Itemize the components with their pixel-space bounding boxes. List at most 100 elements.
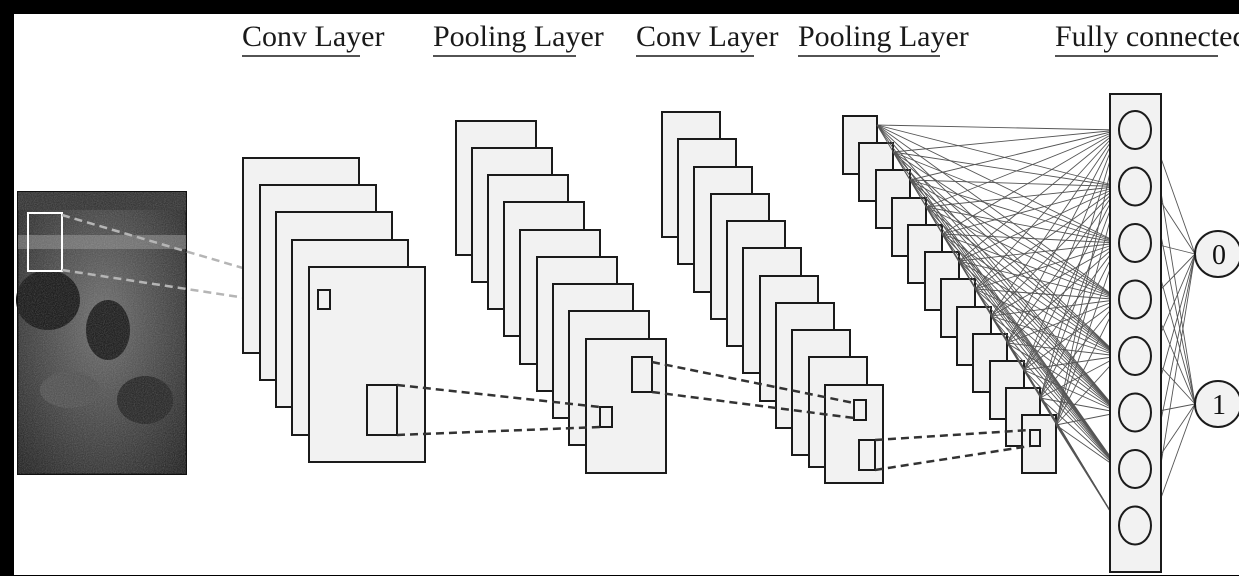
fc-connection-line (1023, 186, 1120, 371)
fc-connection-line (1055, 355, 1120, 426)
output-node-0-label: 0 (1212, 240, 1226, 271)
fc-connection-line (974, 288, 1120, 357)
fully-connected-title: Fully connected (1055, 20, 1239, 53)
conv-layer-2-feature-maps (661, 111, 884, 484)
pool1-to-conv2-projection (651, 360, 855, 420)
fc-connection-line (990, 315, 1120, 357)
fc-connection-line (1023, 299, 1120, 371)
fc-connection-line (1039, 299, 1120, 399)
fc-connection-line (892, 151, 1120, 187)
fc-node (1118, 449, 1152, 489)
fc-connection-line (1055, 242, 1120, 426)
conv-layer-1-feature-maps (242, 157, 426, 463)
fc-connection-line (925, 206, 1120, 357)
fc-connection-line (990, 129, 1120, 317)
fc-connection-line (892, 151, 1120, 300)
fc-connection-line (892, 129, 1120, 153)
fc-connection-line (1055, 299, 1120, 426)
fc-node (1118, 392, 1152, 433)
fc-connection-line (1006, 342, 1120, 413)
conv-layer-1-title: Conv Layer (242, 20, 384, 53)
output-layer: 0 1 (1194, 230, 1239, 428)
fc-connection-line (876, 124, 1120, 413)
fc-node (1118, 336, 1152, 376)
fc-connection-line (909, 179, 1120, 357)
fc-connection-line (876, 124, 1120, 131)
output-node-1-label: 1 (1212, 390, 1226, 421)
fc-connection-line (1055, 424, 1120, 470)
fc-connection-line (1023, 355, 1120, 371)
fc-connection-line (1039, 355, 1120, 399)
fc-connection-line (941, 233, 1120, 244)
fc-node (1118, 505, 1152, 546)
fc-connection-line (1039, 397, 1120, 413)
pooling-layer-2-title: Pooling Layer (798, 20, 969, 53)
fc-connection-line (941, 186, 1120, 235)
fc-connection-line (925, 206, 1120, 300)
fc-connection-line (941, 129, 1120, 235)
output-node-1 (1194, 380, 1239, 428)
fc-column (1109, 93, 1162, 573)
fc-connection-line (1006, 186, 1120, 344)
fc-connection-line (941, 233, 1120, 300)
fc-connection-line (1055, 186, 1120, 426)
input-receptive-field (27, 212, 63, 272)
output-node-0 (1194, 230, 1239, 278)
conv2-to-pool2-projection (874, 428, 1031, 472)
fc-connection-line (892, 151, 1120, 413)
fc-connection-line (974, 129, 1120, 290)
fc-connection-line (1055, 129, 1120, 426)
fc-connection-line (1055, 424, 1120, 526)
pooling-layer-2-feature-maps (842, 115, 1057, 474)
fc-connection-line (958, 186, 1120, 262)
fc-connection-line (1006, 129, 1120, 344)
conv1-to-pool1-projection (396, 383, 601, 437)
fc-connection-line (909, 179, 1120, 470)
fc-connection-line (876, 124, 1120, 187)
pooling-layer-1-title: Pooling Layer (433, 20, 604, 53)
fc-node (1118, 110, 1152, 150)
conv-layer-2-title: Conv Layer (636, 20, 778, 53)
fc-node (1118, 279, 1152, 320)
fc-connection-line (1006, 342, 1120, 357)
fc-connection-line (1039, 397, 1120, 470)
fc-connection-line (1023, 369, 1120, 413)
input-image (16, 191, 187, 475)
fc-connection-line (990, 299, 1120, 317)
fc-connections (876, 124, 1196, 526)
fc-connection-line (974, 288, 1120, 413)
fc-connection-line (958, 260, 1120, 470)
fc-connection-line (1055, 412, 1120, 426)
fc-connection-line (876, 124, 1120, 244)
fc-connection-line (1006, 242, 1120, 344)
fc-connection-line (958, 260, 1120, 413)
fc-connection-line (892, 151, 1120, 244)
fc-connection-line (958, 242, 1120, 262)
fc-connection-line (909, 129, 1120, 181)
fc-connection-line (1023, 369, 1120, 470)
layer-titles: Conv Layer Pooling Layer Conv Layer Pool… (242, 20, 1239, 57)
fc-connection-line (909, 179, 1120, 187)
fc-connection-line (1023, 242, 1120, 371)
fully-connected-layer (1109, 93, 1162, 573)
fc-connection-line (1023, 129, 1120, 371)
fc-connection-line (1039, 186, 1120, 399)
fc-connection-line (925, 206, 1120, 413)
fc-connection-line (990, 242, 1120, 317)
fc-nodes (1118, 110, 1152, 546)
fc-connection-line (925, 129, 1120, 208)
fc-connection-line (1039, 242, 1120, 399)
fc-connection-line (974, 186, 1120, 290)
fc-connection-line (925, 206, 1120, 244)
fc-connection-line (958, 129, 1120, 262)
fc-connection-line (1039, 129, 1120, 399)
fc-connection-line (909, 179, 1120, 244)
fc-connection-line (974, 288, 1120, 300)
fc-node (1118, 223, 1152, 263)
fc-node (1118, 166, 1152, 207)
fc-connection-line (990, 315, 1120, 470)
fc-connection-line (925, 186, 1120, 208)
fc-connection-line (876, 124, 1120, 300)
